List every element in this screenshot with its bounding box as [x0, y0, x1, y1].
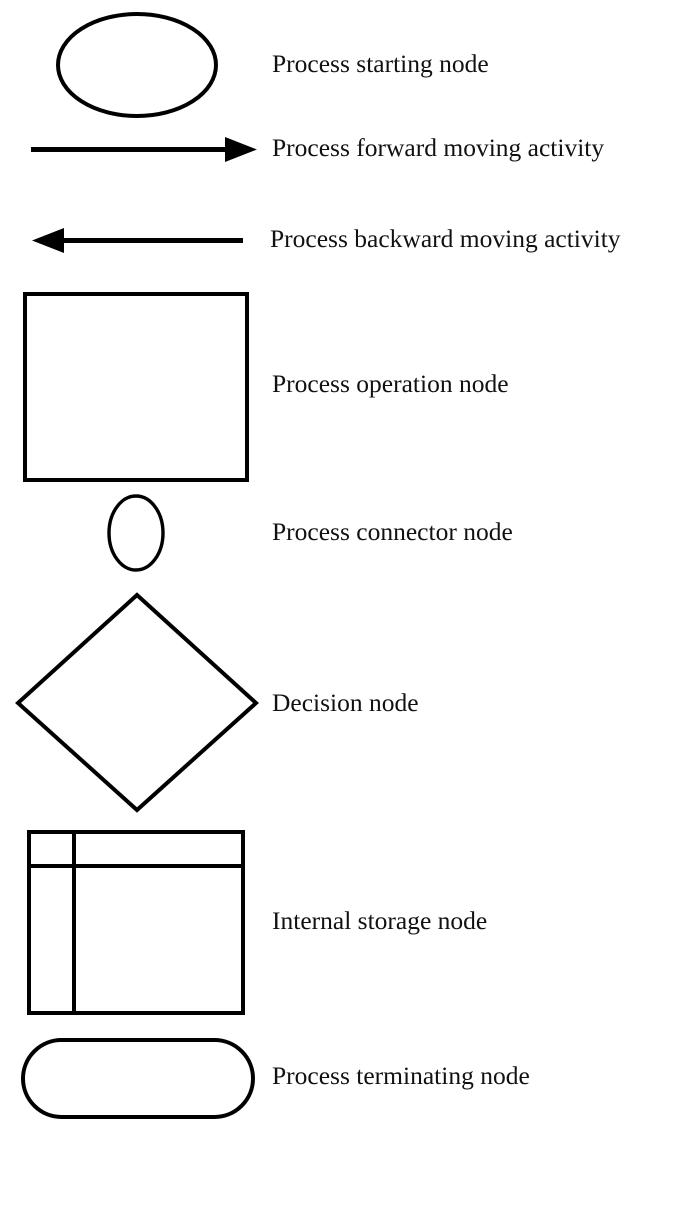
label-decision-node: Decision node	[272, 688, 419, 717]
label-process-operation-node: Process operation node	[272, 369, 509, 398]
rectangle-icon	[23, 292, 249, 482]
symbol-internal-storage-node	[27, 830, 245, 1015]
label-process-backward-moving-activity: Process backward moving activity	[270, 224, 621, 253]
arrow-right-icon	[225, 137, 257, 162]
stadium-icon	[21, 1038, 255, 1119]
symbol-process-forward-moving-activity	[31, 137, 257, 162]
diamond-icon	[15, 592, 259, 813]
symbol-process-operation-node	[23, 292, 249, 482]
label-process-starting-node: Process starting node	[272, 49, 489, 78]
symbol-process-starting-node	[56, 12, 218, 118]
symbol-process-backward-moving-activity	[32, 228, 243, 253]
symbol-process-connector-node	[107, 494, 165, 572]
label-process-forward-moving-activity: Process forward moving activity	[272, 133, 604, 162]
arrow-left-icon	[32, 228, 64, 253]
label-process-terminating-node: Process terminating node	[272, 1061, 530, 1090]
ellipse-tall-icon	[107, 494, 165, 572]
label-internal-storage-node: Internal storage node	[272, 906, 487, 935]
symbol-decision-node	[15, 592, 259, 813]
internal-storage-icon	[27, 830, 245, 1015]
symbol-process-terminating-node	[21, 1038, 255, 1119]
ellipse-wide-icon	[56, 12, 218, 118]
label-process-connector-node: Process connector node	[272, 517, 513, 546]
